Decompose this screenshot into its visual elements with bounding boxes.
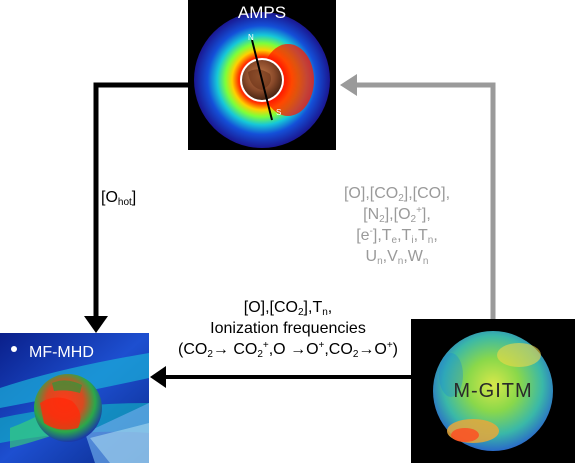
gray-label-line-3-part-5: ,T (397, 227, 412, 244)
gray-label-line-3-part-7: ,T (413, 227, 428, 244)
black-label-line-1: [O],[CO2],Tn, (160, 297, 416, 318)
black-label-line-3-part-5: + (262, 340, 269, 351)
m-gitm-title: M-GITM (453, 380, 533, 402)
mf-mhd-title: MF-MHD (29, 344, 94, 361)
arrow-mgitm-to-amps-head (340, 74, 357, 96)
amps-title: AMPS (237, 3, 287, 22)
gray-label-line-2-part-5: + (416, 205, 422, 216)
amps-oxygen-corona-image (194, 12, 330, 148)
black-label-line-3-part-3: → CO (212, 341, 258, 358)
black-label-line-3-part-8: ,CO (324, 341, 353, 358)
arrow-label-o-hot: [Ohot] (101, 189, 137, 208)
arrow-label-mgitm-to-amps: [O],[CO2],[CO],[N2],[O2+],[e-],Te,Ti,Tn,… (322, 183, 472, 267)
gray-label-line-2-part-4: 2 (410, 214, 417, 225)
black-label-line-3: (CO2→ CO2+,O →O+,CO2→O+) (160, 339, 416, 360)
gray-label-line-1: [O],[CO2],[CO], (322, 183, 472, 204)
gray-label-line-2-part-2: 2 (379, 214, 385, 225)
gray-label-line-4-part-1: U (365, 248, 378, 265)
arrow-amps-to-mfmhd (93, 82, 188, 322)
gray-label-line-4-part-3: ,V (382, 248, 398, 265)
black-label-line-3-part-4: 2 (257, 349, 263, 360)
gray-label-line-3-part-8: n (427, 235, 434, 246)
gray-label-line-1-part-3: ],[CO], (403, 185, 451, 202)
gray-label-line-1-part-2: 2 (398, 193, 404, 204)
black-label-line-3-part-11: + (386, 340, 393, 351)
o-hot-subscript: hot (117, 197, 132, 208)
amps-panel: AMPS N S (188, 0, 336, 150)
gray-label-line-3-part-2: - (369, 226, 373, 237)
mf-mhd-simulation-image (0, 333, 149, 463)
gray-label-line-3-part-9: , (433, 227, 438, 244)
north-pole-label: N (248, 33, 254, 42)
m-gitm-panel: M-GITM (411, 319, 575, 463)
gray-label-line-2-part-6: ], (421, 206, 431, 223)
black-label-line-3-part-7: + (318, 340, 325, 351)
gray-label-line-3-part-1: [e (356, 227, 370, 244)
m-gitm-globe-image (433, 331, 553, 451)
o-hot-main: [O (101, 189, 118, 206)
black-label-line-1-part-3: ],T (303, 299, 323, 316)
black-label-line-1-part-5: , (327, 299, 333, 316)
gray-label-line-3-part-6: i (411, 235, 414, 246)
gray-label-line-4: Un,Vn,Wn (322, 246, 472, 267)
gray-label-line-1-part-1: [O],[CO (343, 185, 399, 202)
gray-label-line-4-part-2: n (377, 256, 383, 267)
black-label-line-1-part-2: 2 (297, 307, 304, 318)
black-label-line-3-part-12: ) (392, 341, 398, 358)
black-label-line-3-part-1: (CO (177, 341, 208, 358)
black-label-line-2-part-1: Ionization frequencies (210, 320, 366, 337)
gray-label-line-2-part-3: ],[O (384, 206, 411, 223)
gray-label-line-3: [e-],Te,Ti,Tn, (322, 225, 472, 246)
gray-label-line-4-part-5: ,W (403, 248, 423, 265)
arrow-mgitm-to-mfmhd-head (150, 366, 166, 388)
gray-label-line-4-part-6: n (422, 256, 429, 267)
gray-label-line-3-part-3: ],T (372, 227, 392, 244)
arrow-label-mgitm-to-mfmhd: [O],[CO2],Tn,Ionization frequencies(CO2→… (160, 297, 416, 360)
o-hot-close: ] (131, 189, 137, 206)
black-label-line-2: Ionization frequencies (160, 318, 416, 339)
mf-mhd-panel: MF-MHD (0, 333, 149, 463)
black-label-line-1-part-4: n (322, 307, 328, 318)
gray-label-line-4-part-4: n (397, 256, 404, 267)
gray-label-line-2-part-1: [N (363, 206, 380, 223)
black-label-line-3-part-2: 2 (207, 349, 213, 360)
black-label-line-3-part-6: ,O →O (268, 341, 319, 358)
south-pole-label: S (276, 108, 282, 117)
gray-label-line-2: [N2],[O2+], (322, 204, 472, 225)
black-label-line-3-part-9: 2 (352, 349, 359, 360)
arrow-mgitm-to-amps (350, 82, 496, 319)
gray-label-line-3-part-4: e (391, 235, 398, 246)
arrow-amps-to-mfmhd-head (84, 316, 108, 333)
black-label-line-1-part-1: [O],[CO (243, 299, 298, 316)
black-label-line-3-part-10: →O (358, 341, 387, 358)
